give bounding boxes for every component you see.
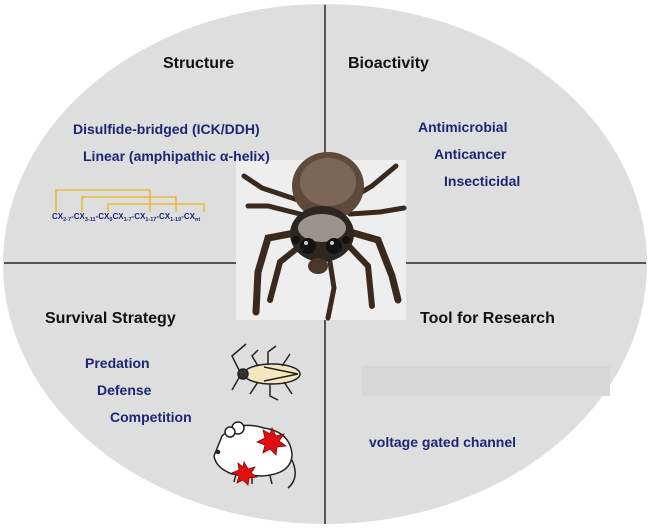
hit-marks [230,426,288,486]
motif-subscript: 0 [109,217,112,223]
survival-item: Defense [97,382,152,398]
motif-token: X [104,212,110,221]
motif-token: C [52,212,58,221]
heading-tool-for-research: Tool for Research [420,310,555,327]
faded-strip [362,366,610,396]
motif-token: X [118,212,124,221]
motif-subscript: 3-11 [85,217,96,223]
survival-item: Predation [85,355,150,371]
survival-item: Competition [110,409,192,425]
heading-bioactivity: Bioactivity [348,55,429,72]
structure-item: Disulfide-bridged (ICK/DDH) [73,121,260,137]
heading-survival-strategy: Survival Strategy [45,310,176,327]
bioactivity-item: Anticancer [434,146,507,162]
structure-item: Linear (amphipathic α-helix) [83,148,270,164]
motif-subscript: 1-7 [124,217,132,223]
motif-token: X [58,212,64,221]
motif-subscript: nt [195,217,200,223]
motif-token: -C [181,212,190,221]
cysteine-motif: CX2-7​-CX3-11​-CX0​CX1-7​-CX1-17​-CX1-19… [52,212,200,223]
motif-token: X [80,212,86,221]
bioactivity-item: Insecticidal [444,173,521,189]
motif-token: X [165,212,171,221]
research-item: voltage gated channel [369,434,517,450]
bioactivity-item: Antimicrobial [418,119,508,135]
motif-token: -C [132,212,141,221]
motif-subscript: 1-19 [170,217,181,223]
heading-structure: Structure [163,55,235,72]
jumping-spider-photo [236,152,407,321]
motif-token: X [190,212,196,221]
disulfide-bridges [55,189,205,212]
motif-token: -C [96,212,105,221]
motif-token: X [140,212,146,221]
motif-subscript: 1-17 [145,217,156,223]
motif-subscript: 2-7 [63,217,71,223]
motif-token: -C [156,212,165,221]
cockroach-icon [231,343,301,401]
motif-token: -C [71,212,80,221]
motif-token: C [112,212,118,221]
